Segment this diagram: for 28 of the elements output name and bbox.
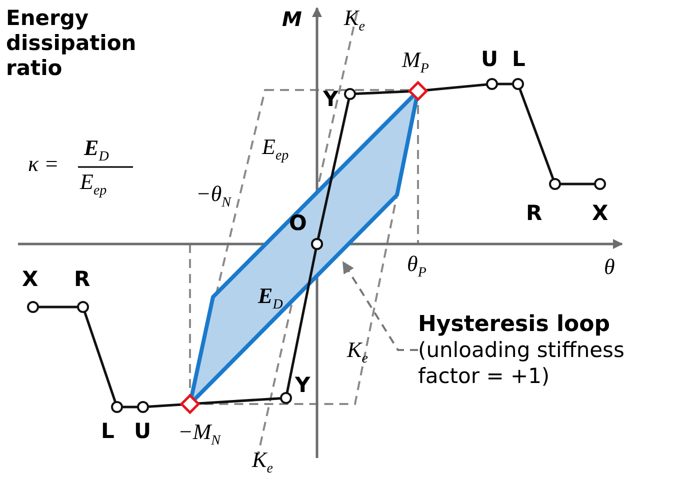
point-label: Y [323, 88, 338, 112]
symbol-label: θ$_{P}$ [407, 252, 426, 281]
point-label: L [512, 48, 526, 72]
symbol-label: K$_{e}$ [252, 448, 273, 477]
point-label: L [101, 420, 114, 444]
leader-line [342, 261, 418, 351]
point-label: R [74, 268, 90, 292]
symbol-label: K$_{e}$ [347, 338, 368, 367]
formula-term: E$_{ep}$ [80, 170, 107, 199]
point-label: U [134, 420, 152, 444]
symbol-label: M$_{P}$ [402, 48, 429, 77]
callout-body: (unloading stiffness factor = +1) [418, 337, 626, 390]
point-label: U [481, 48, 498, 72]
point-label: O [289, 212, 307, 236]
axis-label: θ [604, 255, 615, 280]
point-label: X [592, 202, 608, 226]
formula-term: E$_{D}$ [84, 136, 109, 165]
axis-label: M [282, 8, 302, 30]
symbol-label: −θ$_{N}$ [196, 182, 231, 211]
symbol-label: E$_{ep}$ [262, 135, 289, 164]
point-label: Y [295, 374, 310, 398]
point-label: R [526, 202, 542, 226]
callout-heading: Hysteresis loop [418, 312, 611, 337]
symbol-label: −M$_{N}$ [178, 420, 221, 449]
symbol-label: K$_{e}$ [344, 6, 365, 35]
symbol-label: E$_{D}$ [258, 284, 283, 313]
point-label: X [22, 268, 38, 292]
formula-term: κ = [28, 152, 59, 176]
